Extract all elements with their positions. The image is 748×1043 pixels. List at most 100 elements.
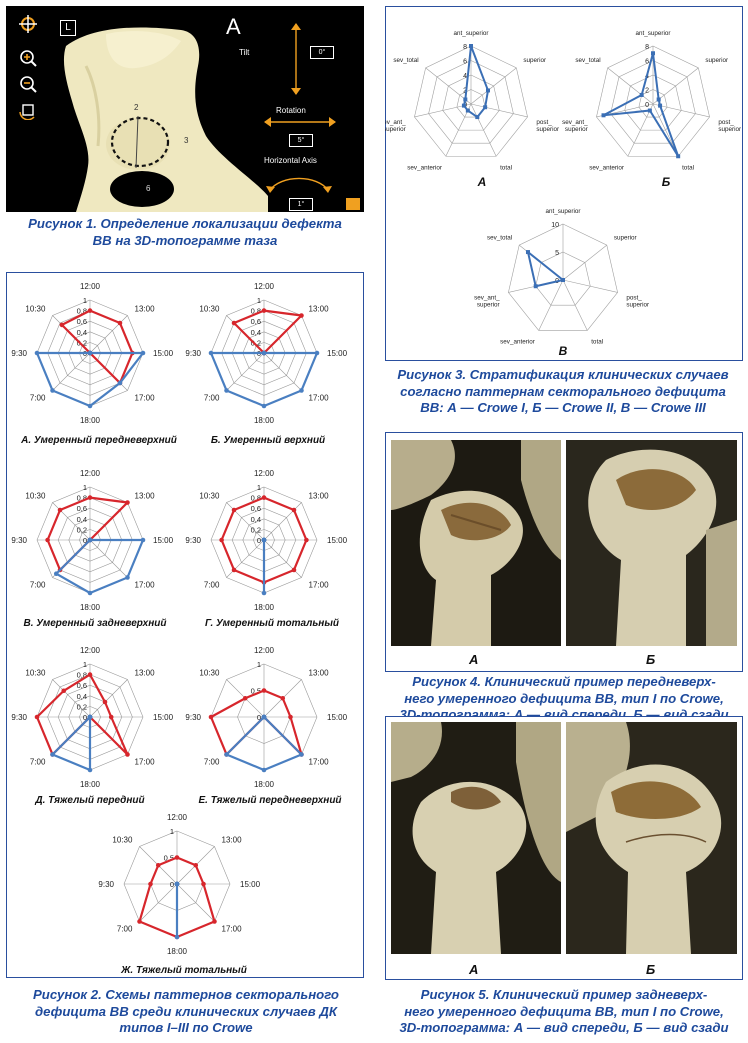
figure-2-caption: Рисунок 2. Схемы паттернов секторального…	[0, 987, 372, 1037]
figure-5-caption-line: него умеренного дефицита ВВ, тип I по Cr…	[404, 1003, 724, 1019]
chart-title: Г. Умеренный тотальный	[205, 618, 339, 629]
radar-spoke	[176, 883, 215, 922]
category-label: 18:00	[80, 603, 101, 612]
move-icon[interactable]	[18, 14, 38, 34]
radial-tick-label: 0	[645, 102, 649, 109]
data-point	[525, 250, 530, 255]
data-point	[261, 350, 267, 356]
category-label: ant_superior	[545, 208, 580, 215]
radial-tick-label: 0,2	[77, 525, 87, 534]
radar-grid-ring	[610, 60, 696, 144]
category-label: 12:00	[80, 282, 101, 291]
radial-tick-label: 8	[645, 44, 649, 51]
radar-spoke	[652, 103, 710, 118]
radial-tick-label: 0,4	[251, 328, 261, 337]
radial-tick-label: 6	[463, 59, 467, 66]
data-point	[231, 567, 237, 573]
radial-tick-label: 0,4	[77, 515, 87, 524]
data-point	[87, 714, 93, 720]
data-point	[288, 714, 293, 720]
radar-chart-fig3-B: 02468ant_superiorsuperiorpost_superiorto…	[562, 30, 741, 189]
figure-2-caption-line: Рисунок 2. Схемы паттернов секторального	[33, 987, 339, 1002]
data-point	[261, 688, 267, 693]
radial-tick-label: 0	[83, 713, 87, 722]
rotation-arrows-icon[interactable]	[261, 114, 339, 130]
radar-spoke	[226, 352, 265, 391]
bone-number-2: 2	[134, 103, 139, 112]
category-label: 18:00	[167, 947, 188, 956]
data-point	[87, 767, 93, 773]
category-label: 15:00	[327, 536, 348, 545]
horizontal-axis-arrows-icon[interactable]	[264, 166, 334, 196]
orange-corner-icon[interactable]	[346, 198, 360, 210]
figure-4-photo-b	[566, 440, 737, 646]
bone-number-6: 6	[146, 184, 151, 193]
chart-title: Д. Тяжелый передний	[34, 795, 144, 806]
horizontal-axis-label: Horizontal Axis	[264, 156, 317, 165]
data-point	[137, 919, 142, 924]
series-line	[526, 251, 564, 288]
category-label: 7:00	[30, 394, 46, 403]
category-label: ant_superior	[635, 30, 670, 37]
radar-spoke	[139, 883, 178, 922]
category-label: 13:00	[309, 304, 330, 313]
radar-chart-fig2-Zh: 00,5112:0013:0015:0017:0018:007:009:3010…	[98, 813, 260, 976]
radial-tick-label: 0,6	[251, 317, 261, 326]
data-point	[117, 380, 123, 386]
figure-5-caption: Рисунок 5. Клинический пример задневерх-…	[378, 987, 748, 1037]
radial-tick-label: 0,4	[77, 692, 87, 701]
radial-tick-label: 0,8	[251, 494, 261, 503]
category-label: 10:30	[25, 304, 46, 313]
figure-4-caption-line: Рисунок 4. Клинический пример передневер…	[412, 674, 716, 689]
category-label: 17:00	[135, 581, 156, 590]
chart-title: Б. Умеренный верхний	[211, 435, 325, 446]
data-point	[117, 320, 123, 326]
category-label: ant_superior	[453, 30, 488, 37]
radial-tick-label: 0,8	[77, 307, 87, 316]
category-label: 13:00	[135, 668, 156, 677]
data-point	[261, 403, 267, 409]
data-point	[314, 350, 320, 356]
radial-tick-label: 0,8	[77, 671, 87, 680]
figure-1-caption-line: Рисунок 1. Определение локализации дефек…	[28, 216, 342, 231]
category-label: 15:00	[153, 713, 174, 722]
figure-2-caption-line: типов I–III по Crowe	[119, 1020, 253, 1035]
data-point	[87, 308, 93, 313]
tilt-value[interactable]: 0°	[310, 46, 334, 59]
radar-chart-fig3-V: 0510ant_superiorsuperiorpost_superiortot…	[474, 208, 649, 358]
radar-spoke	[470, 103, 497, 157]
figure-4-photo-a	[391, 440, 561, 646]
radial-tick-label: 0	[257, 713, 261, 722]
data-point	[280, 695, 286, 701]
category-label: 9:30	[98, 880, 114, 889]
data-point	[261, 590, 267, 596]
data-point	[242, 695, 248, 701]
zoom-in-icon[interactable]	[18, 48, 38, 68]
chart-title: В	[559, 344, 568, 358]
rotate-cube-icon[interactable]	[18, 100, 38, 121]
data-point	[676, 154, 681, 159]
radial-tick-label: 0,2	[77, 702, 87, 711]
category-label: 9:30	[11, 349, 27, 358]
tilt-arrows-icon[interactable]	[286, 20, 306, 98]
category-label: 12:00	[80, 646, 101, 655]
rotation-value[interactable]: 5°	[289, 134, 313, 147]
zoom-out-icon[interactable]	[18, 74, 38, 94]
radar-spoke	[470, 103, 528, 118]
figure-3-frame	[385, 6, 743, 361]
data-point	[57, 507, 63, 513]
category-label: 17:00	[309, 581, 330, 590]
layer-badge[interactable]: L	[60, 20, 76, 36]
data-point	[45, 537, 50, 543]
category-label: post_	[718, 119, 734, 126]
data-point	[125, 752, 130, 757]
category-label: 9:30	[185, 536, 201, 545]
data-point	[140, 350, 146, 356]
horizontal-axis-value[interactable]: 1°	[289, 198, 313, 211]
category-label: 17:00	[222, 925, 243, 934]
radial-tick-label: 0,4	[77, 328, 87, 337]
category-label: post_	[536, 119, 552, 126]
category-label: sev_ant_	[385, 119, 406, 126]
radial-tick-label: 6	[645, 59, 649, 66]
rotation-label: Rotation	[276, 106, 306, 115]
